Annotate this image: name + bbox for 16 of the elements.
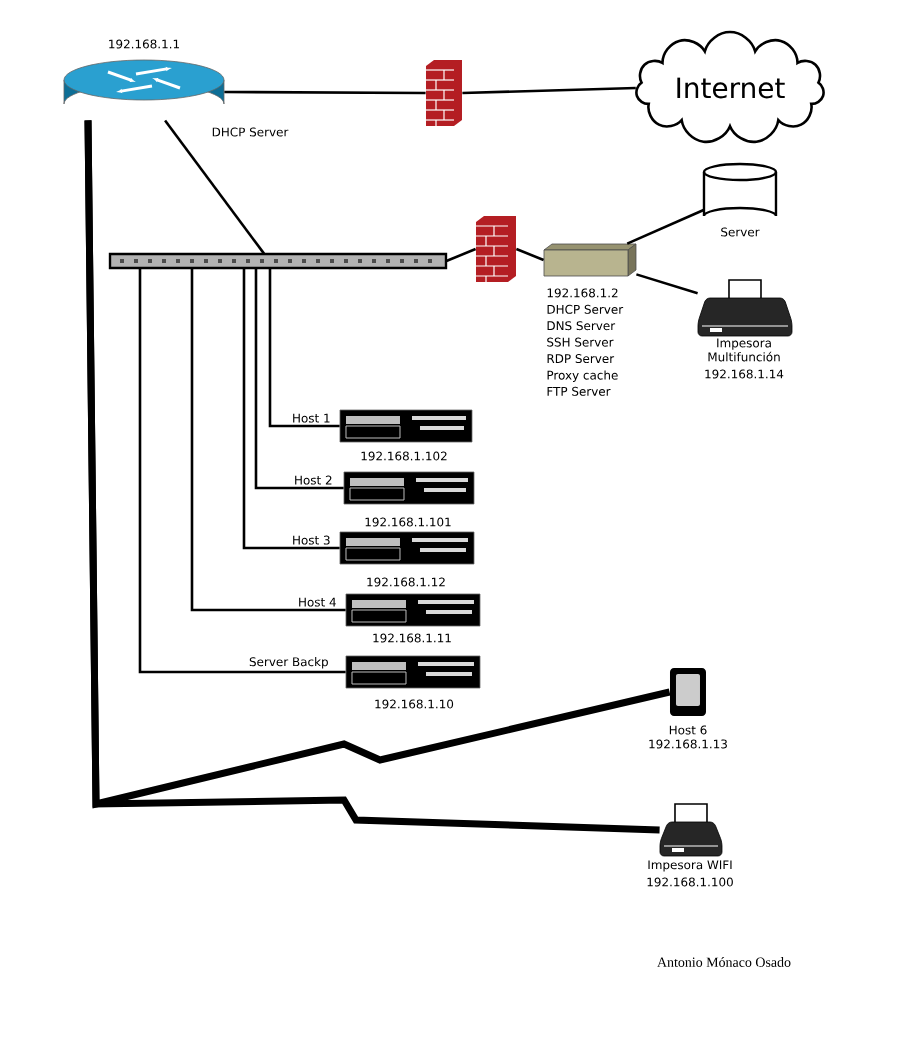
network-cable [636,273,698,295]
network-cable [626,208,705,245]
cloud-label: Internet [677,77,785,99]
network-cable [462,86,636,95]
network-cable [254,268,344,490]
switch-icon [108,252,448,270]
network-cable [242,268,340,550]
network-cable [164,119,266,255]
network-cable [268,268,340,428]
network-cable [190,268,346,612]
firewall-icon [425,60,462,131]
network-cable [138,268,346,674]
network-cable [515,247,545,262]
network-cable [224,90,426,95]
firewall-icon [475,216,516,287]
network-cable [445,247,477,263]
